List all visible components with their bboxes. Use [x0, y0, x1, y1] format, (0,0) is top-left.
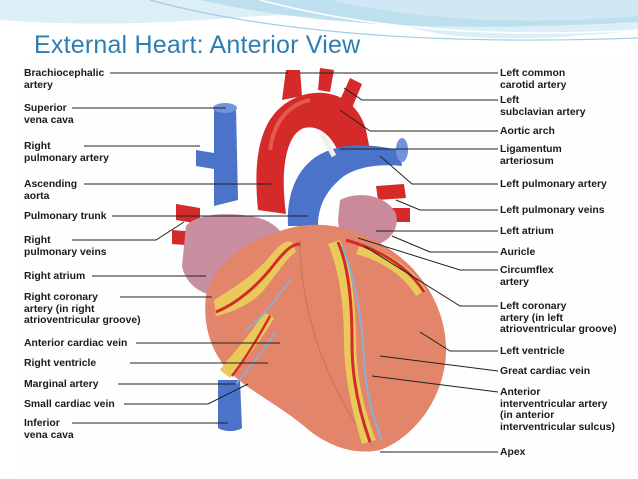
label-right-ventricle: Right ventricle	[24, 358, 97, 369]
label-right-coronary-artery: Right coronary artery (in right atrioven…	[24, 292, 141, 327]
label-right-pulmonary-veins: Right pulmonary veins	[24, 235, 107, 258]
label-left-pulmonary-artery: Left pulmonary artery	[500, 179, 607, 190]
aortic-arch	[256, 68, 372, 214]
pulmonary-trunk	[196, 138, 408, 226]
label-brachiocephalic-artery: Brachiocephalic artery	[24, 68, 105, 91]
label-apex: Apex	[500, 447, 526, 458]
label-left-pulmonary-veins: Left pulmonary veins	[500, 205, 605, 216]
label-anterior-interventricular-artery: Anterior interventricular artery (in ant…	[500, 387, 615, 433]
label-right-pulmonary-artery: Right pulmonary artery	[24, 141, 109, 164]
background-wave	[0, 0, 638, 41]
label-circumflex-artery: Circumflex artery	[500, 265, 554, 288]
label-aortic-arch: Aortic arch	[500, 126, 555, 137]
label-left-subclavian-artery: Left subclavian artery	[500, 95, 586, 118]
coronary-vessels	[214, 238, 426, 444]
leader-lines-left	[72, 72, 308, 424]
label-right-atrium: Right atrium	[24, 271, 86, 282]
label-left-coronary-artery: Left coronary artery (in left atrioventr…	[500, 301, 617, 336]
label-auricle: Auricle	[500, 247, 536, 258]
slide-title: External Heart: Anterior View	[34, 31, 361, 59]
label-ascending-aorta: Ascending aorta	[24, 179, 78, 202]
label-left-common-carotid-artery: Left common carotid artery	[500, 68, 567, 91]
label-great-cardiac-vein: Great cardiac vein	[500, 366, 591, 377]
leader-lines-right	[300, 72, 499, 453]
label-pulmonary-trunk: Pulmonary trunk	[24, 211, 107, 222]
ligamentum-arteriosum	[319, 132, 337, 158]
label-ligamentum-arteriosum: Ligamentum arteriosum	[500, 144, 562, 167]
label-superior-vena-cava: Superior vena cava	[24, 103, 74, 126]
label-left-ventricle: Left ventricle	[500, 346, 565, 357]
label-anterior-cardiac-vein: Anterior cardiac vein	[24, 338, 128, 349]
label-left-atrium: Left atrium	[500, 226, 554, 237]
label-inferior-vena-cava: Inferior vena cava	[24, 418, 74, 441]
label-small-cardiac-vein: Small cardiac vein	[24, 399, 115, 410]
label-marginal-artery: Marginal artery	[24, 379, 99, 390]
